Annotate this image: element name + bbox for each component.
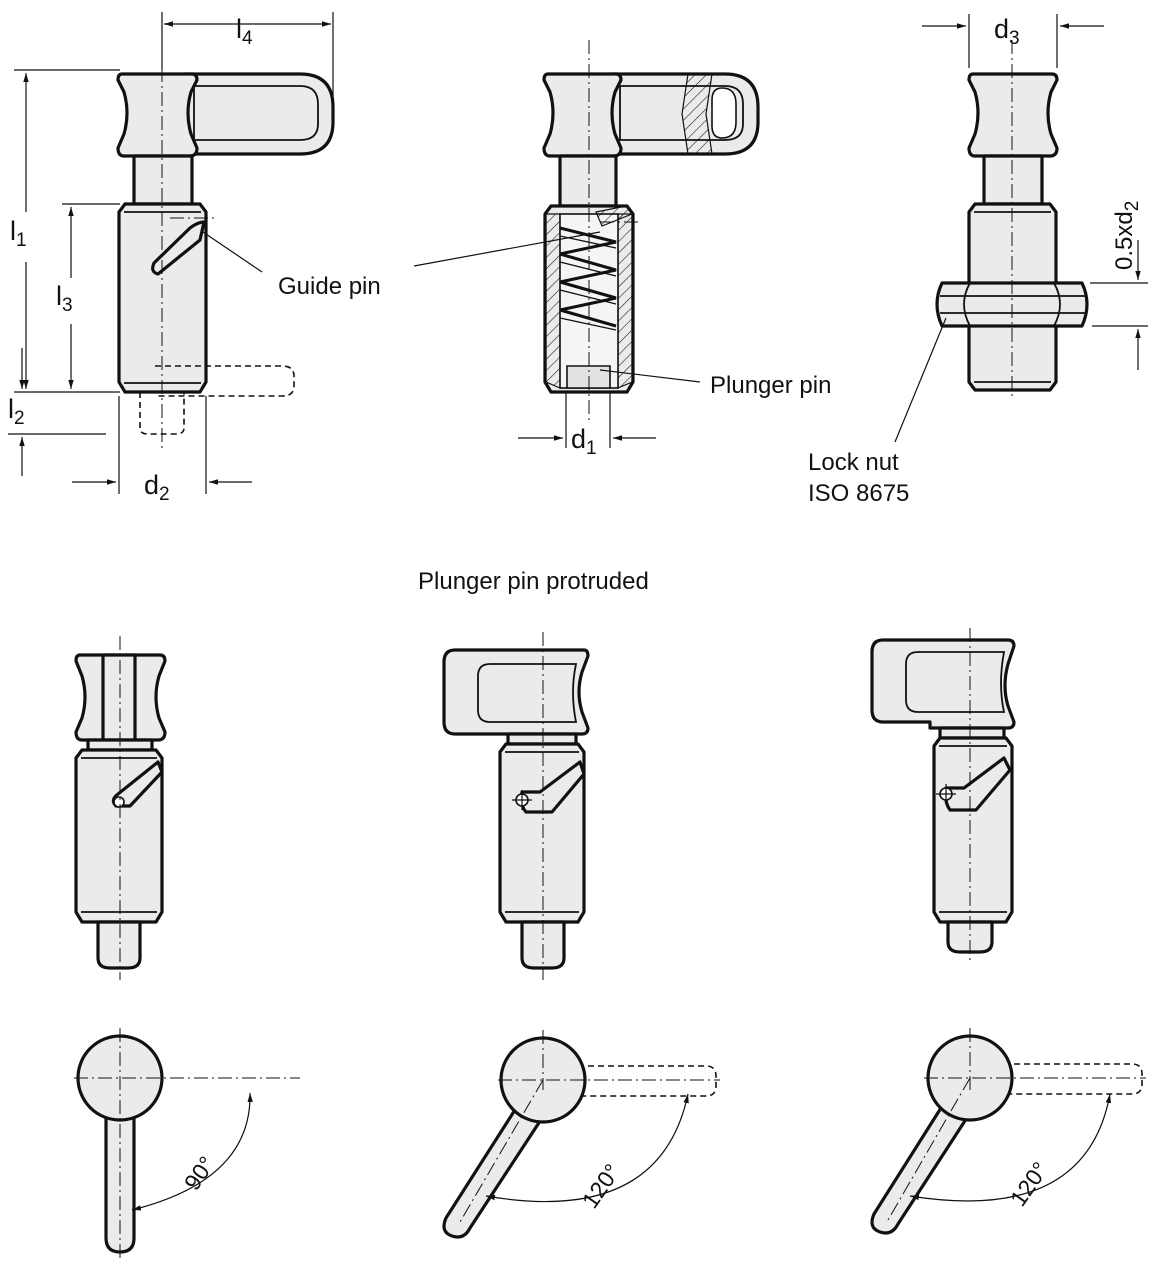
- angle-120-b: 120°: [1005, 1157, 1054, 1211]
- section-view: d1 Plunger pin: [413, 40, 831, 459]
- angle-90: 90°: [179, 1151, 220, 1194]
- top-view-120-a: 120°: [442, 1030, 720, 1239]
- dim-l4: l4: [236, 14, 253, 49]
- dim-l3: l3: [56, 281, 73, 316]
- dim-d2: d2: [144, 470, 170, 505]
- dim-half-d2: 0.5xd2: [1111, 201, 1143, 270]
- label-lock-nut-standard: ISO 8675: [808, 480, 909, 507]
- angle-120-a: 120°: [577, 1159, 626, 1213]
- protruded-view-120-b: [870, 628, 1016, 964]
- dim-d1: d1: [571, 424, 597, 459]
- label-guide-pin: Guide pin: [278, 273, 381, 300]
- protruded-view-90: [74, 636, 167, 980]
- dim-l2: l2: [8, 394, 25, 429]
- top-view-120-b: 120°: [870, 1028, 1146, 1235]
- section-title: Plunger pin protruded: [418, 568, 649, 595]
- dim-l1: l1: [10, 216, 27, 251]
- dim-d3: d3: [994, 14, 1020, 49]
- front-view-lock-nut: d3 0.5xd2 Lock nut ISO 8675: [808, 14, 1148, 507]
- label-plunger-pin: Plunger pin: [710, 372, 831, 399]
- label-lock-nut: Lock nut: [808, 449, 899, 476]
- side-view-dimensioned: l4 l1 l3 l2 d2 Guide pin: [8, 12, 381, 505]
- protruded-view-120-a: [442, 632, 590, 980]
